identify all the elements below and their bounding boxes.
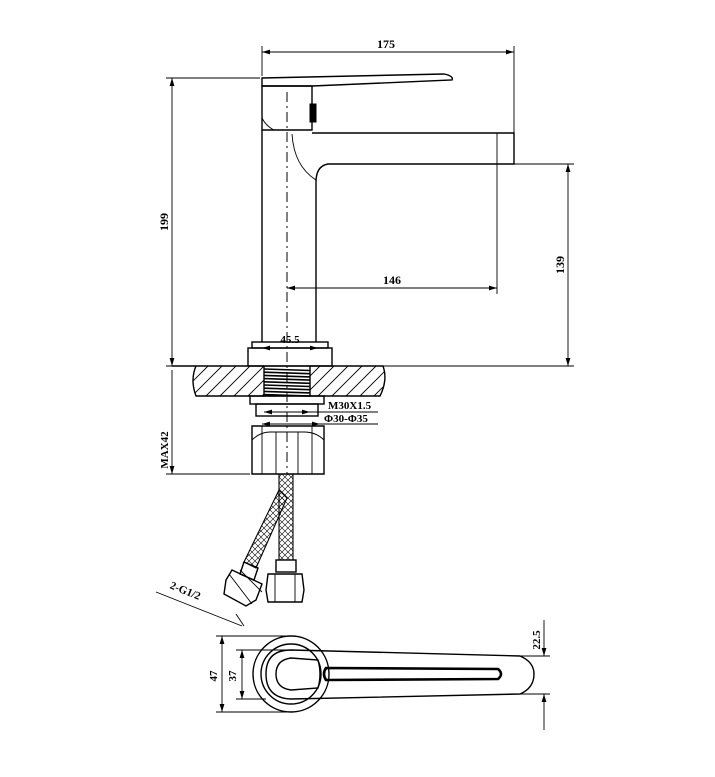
dim-overall-width: 175: [377, 37, 395, 51]
thread-line: [263, 374, 311, 378]
faucet-body: [247, 73, 515, 367]
dim-overall-height: 199: [157, 213, 171, 231]
handle-lever: [261, 73, 454, 87]
hose-nut-left: [223, 569, 263, 607]
handle-screw: [309, 103, 317, 123]
dim-thread: M30X1.5: [328, 400, 372, 412]
dim-handle-base-inner: 37: [227, 670, 239, 682]
thread-line: [263, 368, 311, 372]
thread-line: [263, 390, 311, 394]
plan-handle-lever: [265, 649, 535, 700]
dim-max-deck-thickness: MAX42: [159, 431, 171, 469]
dim-hose-connection: 2-G1/2: [168, 580, 202, 603]
thread-line: [263, 377, 311, 381]
hose-nut-right: [265, 573, 305, 603]
plan-view-handle: [252, 635, 535, 713]
dim-handle-base-outer: 47: [208, 670, 220, 682]
spout: [312, 132, 515, 183]
thread-line: [263, 387, 311, 391]
faucet-column: [261, 130, 317, 342]
dim-base-diameter: 45.5: [280, 334, 300, 346]
thread-line: [263, 371, 311, 375]
dim-handle-width: 22.5: [531, 630, 543, 650]
thread-line: [263, 381, 311, 385]
hose-left: [243, 489, 288, 569]
cartridge-housing: [261, 85, 313, 131]
hose-right: [278, 473, 294, 561]
dim-spout-height: 139: [553, 256, 567, 274]
thread-line: [263, 384, 311, 388]
supply-hoses: [223, 473, 305, 607]
dim-spout-reach: 146: [383, 273, 401, 287]
dimension-lines: [155, 46, 574, 730]
dim-hole-range: Φ30-Φ35: [324, 413, 368, 425]
